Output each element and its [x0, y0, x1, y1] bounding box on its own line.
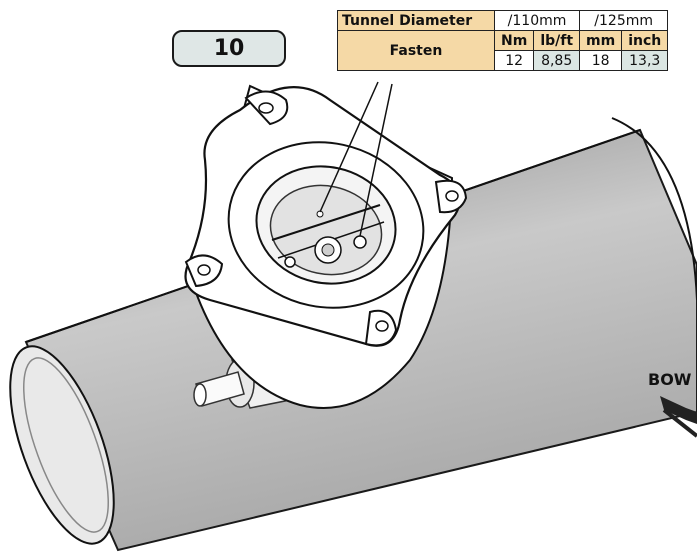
value-lbft: 8,85 [533, 50, 581, 71]
diameter-125-cell: /125mm [579, 10, 669, 31]
step-number-badge: 10 [172, 30, 286, 67]
table-row: Tunnel Diameter /110mm /125mm [337, 10, 669, 31]
unit-inch: inch [621, 30, 669, 51]
mounting-flange [184, 84, 468, 409]
bow-label: BOW [648, 370, 692, 389]
fasten-label: Fasten [337, 30, 495, 71]
tunnel-diameter-label: Tunnel Diameter [337, 10, 495, 31]
bow-direction-arrow [660, 396, 697, 438]
table-row: Fasten Nm lb/ft mm inch [337, 30, 669, 71]
fastening-spec-table: Tunnel Diameter /110mm /125mm Fasten Nm … [337, 10, 669, 71]
unit-mm: mm [579, 30, 623, 51]
unit-lbft: lb/ft [533, 30, 581, 51]
value-inch: 13,3 [621, 50, 669, 71]
diameter-110-cell: /110mm [493, 10, 581, 31]
table-row: 12 8,85 18 13,3 [338, 50, 669, 71]
fastener-leader-lines [319, 81, 393, 237]
value-mm: 18 [579, 50, 623, 71]
unit-nm: Nm [493, 30, 535, 51]
value-nm: 12 [493, 50, 535, 71]
